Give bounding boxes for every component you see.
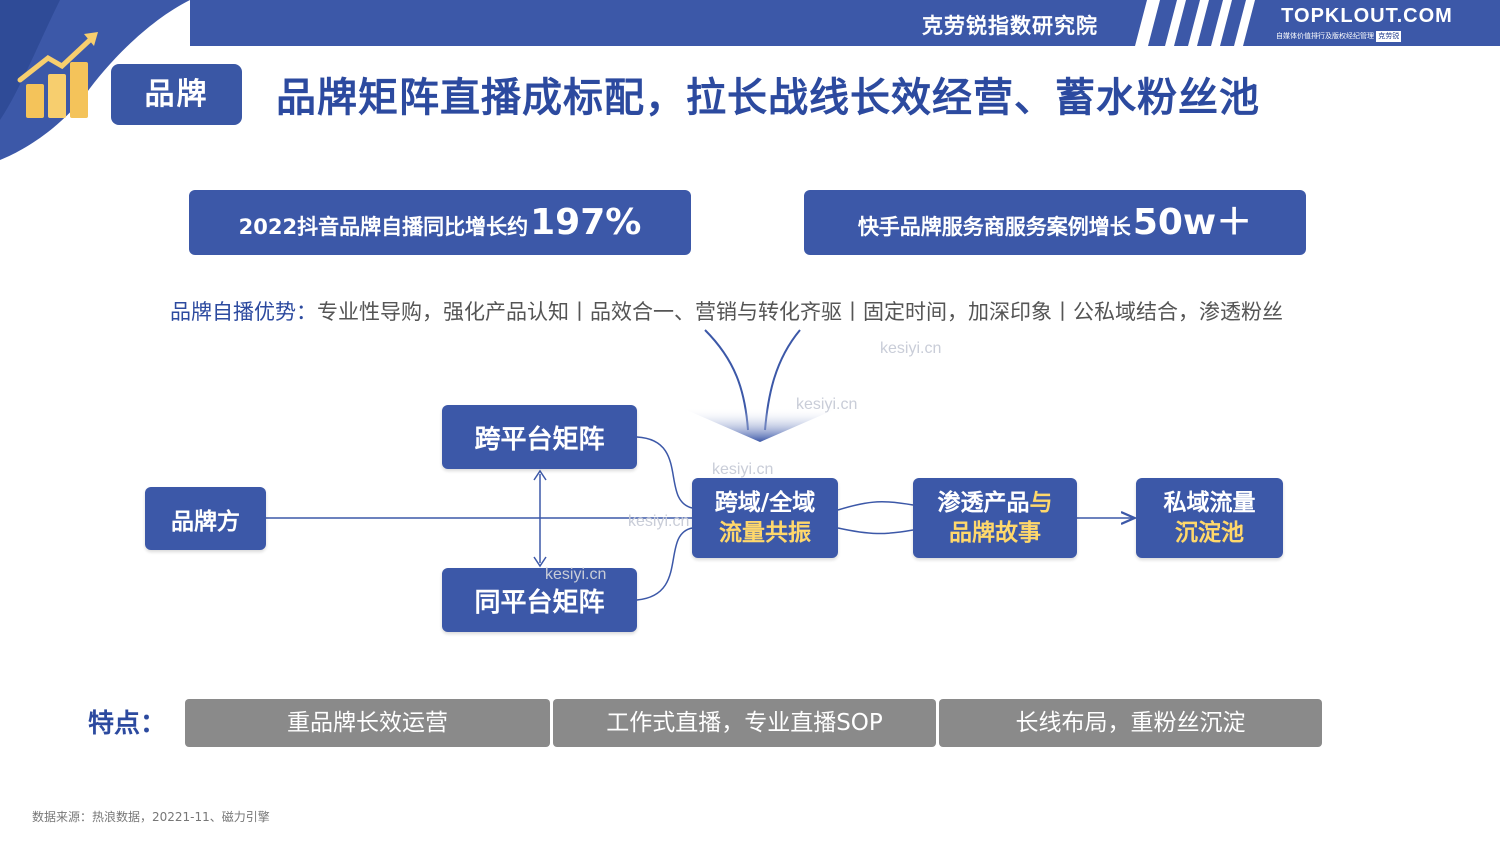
growth-chart-icon: [17, 32, 98, 118]
brand-logo: TOPKLOUT.COM 自媒体价值排行及版权经纪管理 克劳锐: [1272, 5, 1462, 43]
watermark: kesiyi.cn: [628, 513, 690, 530]
node-brand-side: 品牌方: [145, 487, 266, 550]
arrow-down-same: [533, 556, 547, 568]
node-penetrate-brand-story: 渗透产品与 品牌故事: [913, 478, 1077, 558]
section-chip: 品牌: [111, 64, 242, 125]
node-same-platform-matrix: 同平台矩阵: [442, 568, 637, 632]
node-line-highlight: 沉淀池: [1175, 520, 1244, 546]
org-name: 克劳锐指数研究院: [922, 14, 1098, 38]
corner-decoration: [0, 0, 190, 160]
connector-resonance-to-penetrate: [837, 500, 914, 535]
node-traffic-resonance: 跨域/全域 流量共振: [692, 478, 838, 558]
stat-value: 197%: [530, 202, 642, 243]
advantages-label: 品牌自播优势：: [170, 300, 317, 324]
node-line: 私域流量: [1163, 490, 1256, 516]
stat-box-douyin: 2022抖音品牌自播同比增长约197%: [189, 190, 691, 255]
watermark: kesiyi.cn: [796, 396, 858, 413]
brand-tagline: 自媒体价值排行及版权经纪管理 克劳锐: [1276, 31, 1458, 42]
node-private-traffic-pool: 私域流量 沉淀池: [1136, 478, 1283, 558]
stat-label: 2022抖音品牌自播同比增长约: [238, 215, 529, 239]
stat-label: 快手品牌服务商服务案例增长: [857, 215, 1131, 239]
advantages-line: 品牌自播优势：专业性导购，强化产品认知丨品效合一、营销与转化齐驱丨固定时间，加深…: [170, 296, 1370, 326]
feature-box: 长线布局，重粉丝沉淀: [939, 699, 1322, 747]
header-band: [190, 0, 1500, 46]
watermark: kesiyi.cn: [880, 340, 942, 357]
stat-box-kuaishou: 快手品牌服务商服务案例增长50w＋: [804, 190, 1306, 255]
brand-tagline-tag: 克劳锐: [1376, 31, 1402, 42]
connector-same-to-resonance: [636, 527, 693, 601]
node-line-part: 渗透产品: [937, 490, 1030, 516]
watermark: kesiyi.cn: [545, 566, 607, 583]
arrow-up-cross: [533, 469, 547, 481]
funnel-arrow: [682, 408, 838, 442]
feature-box: 重品牌长效运营: [185, 699, 550, 747]
brand-tagline-text: 自媒体价值排行及版权经纪管理: [1276, 32, 1374, 40]
advantages-text: 专业性导购，强化产品认知丨品效合一、营销与转化齐驱丨固定时间，加深印象丨公私域结…: [317, 300, 1283, 324]
node-line-highlight: 与: [1029, 490, 1053, 516]
node-cross-platform-matrix: 跨平台矩阵: [442, 405, 637, 469]
features-label: 特点：: [88, 709, 167, 739]
brand-logo-text: TOPKLOUT.COM: [1281, 5, 1453, 27]
connector-cross-to-resonance: [636, 436, 693, 509]
node-line: 跨域/全域: [714, 490, 816, 516]
node-line-highlight: 品牌故事: [949, 520, 1041, 546]
watermark: kesiyi.cn: [712, 461, 774, 478]
stat-value: 50w＋: [1132, 202, 1253, 243]
feature-box: 工作式直播，专业直播SOP: [553, 699, 936, 747]
node-line-highlight: 流量共振: [719, 520, 811, 546]
data-source-note: 数据来源：热浪数据，20221-11、磁力引擎: [32, 810, 270, 824]
node-line: 渗透产品与: [938, 488, 1053, 518]
page-title: 品牌矩阵直播成标配，拉长战线长效经营、蓄水粉丝池: [276, 75, 1260, 121]
